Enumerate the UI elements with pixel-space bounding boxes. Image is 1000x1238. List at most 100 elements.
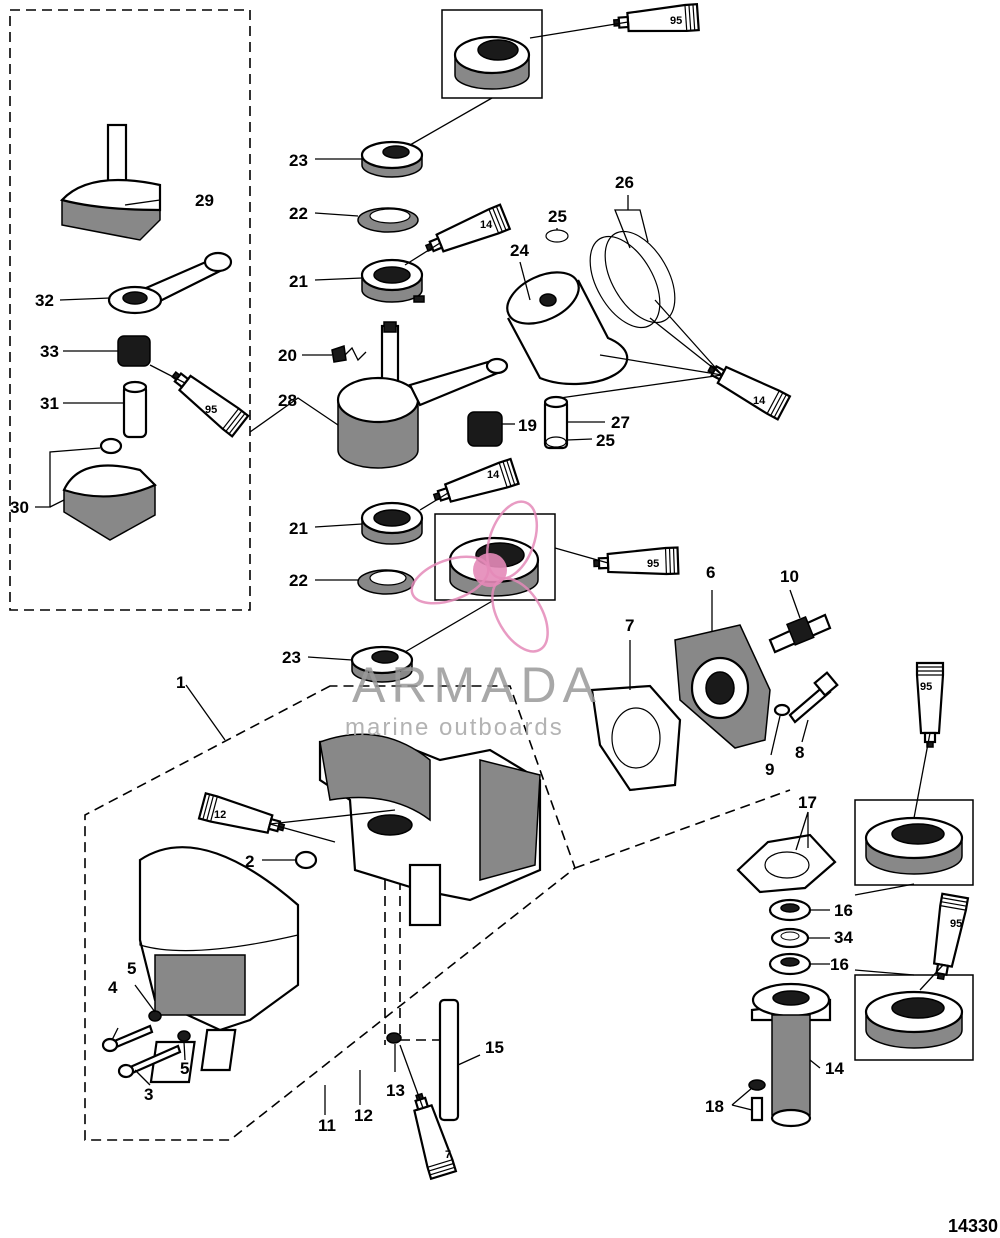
callout-number: 29 [195, 191, 214, 210]
propeller-logo-icon [410, 500, 549, 653]
bearing-21-lower [360, 501, 424, 545]
lube-tube-label: 14 [753, 395, 766, 407]
woodruff-key-20 [331, 345, 347, 363]
lube-tube-icon [164, 363, 250, 438]
bolt-4 [101, 1024, 154, 1053]
callout-number: 22 [289, 571, 308, 590]
wrist-pin-27 [543, 395, 569, 450]
lube-tube-icon [702, 355, 792, 421]
callout-number: 13 [386, 1081, 405, 1100]
seal-detail-box-middle [434, 513, 556, 601]
callout-number: 12 [354, 1106, 373, 1125]
leader-lines [35, 21, 944, 1115]
piston-rings-26 [589, 230, 676, 329]
lube-tube-icon [926, 892, 970, 983]
lube-tube-label: 95 [670, 15, 682, 27]
callout-number: 18 [705, 1097, 724, 1116]
seal-detail-box-right-upper [854, 799, 974, 886]
callout-number: 3 [144, 1085, 153, 1104]
watermark-brand: ARMADA [352, 657, 602, 713]
retaining-ring-25-upper [545, 229, 569, 243]
ring-34 [770, 927, 810, 949]
lube-tube-label: 95 [950, 918, 962, 930]
callout-number: 28 [278, 391, 297, 410]
ring-22-upper [357, 207, 419, 233]
crankcase-cover [138, 846, 300, 1032]
callout-number: 10 [780, 567, 799, 586]
callout-number: 24 [510, 241, 529, 260]
ring-22-lower [357, 569, 415, 595]
callout-number: 11 [318, 1116, 336, 1135]
callout-number: 7 [625, 616, 634, 635]
callout-number: 21 [289, 272, 308, 291]
callout-number: 22 [289, 204, 308, 223]
callout-number: 25 [596, 431, 615, 450]
callout-number: 16 [834, 901, 853, 920]
spark-plug-10 [768, 613, 832, 654]
screw-18 [748, 1079, 766, 1122]
callout-number: 20 [278, 346, 297, 365]
washer-5-lower [177, 1030, 191, 1042]
tube-15 [438, 998, 460, 1122]
figure-number: 14330 [948, 1216, 998, 1236]
callout-number: 33 [40, 342, 59, 361]
oil-seal-right-upper [864, 816, 964, 875]
washer-5-upper [148, 1010, 162, 1022]
gasket-17 [736, 833, 837, 894]
lube-tube-label: 14 [487, 469, 500, 481]
callout-number: 1 [176, 673, 185, 692]
lube-tube-label: 7 [445, 1149, 451, 1161]
callout-number: 23 [289, 151, 308, 170]
callout-number: 14 [825, 1059, 844, 1078]
callout-number: 27 [611, 413, 630, 432]
callout-number: 15 [485, 1038, 504, 1057]
callout-number: 6 [706, 563, 715, 582]
oil-seal-right-lower [864, 990, 964, 1049]
bearing-21-upper [360, 258, 425, 303]
lube-tube-label: 14 [480, 219, 493, 231]
crankshaft-upper-29 [59, 123, 162, 241]
connecting-rod-32 [107, 251, 233, 315]
washer-9 [773, 703, 791, 717]
needle-bearing-19 [467, 411, 503, 447]
seal-16-lower [768, 952, 812, 976]
bolt-8 [788, 671, 839, 724]
lube-tube-icon [429, 457, 520, 511]
dowel-pin-2 [294, 850, 318, 870]
callout-number: 31 [40, 394, 59, 413]
seal-23-upper [360, 140, 424, 178]
callout-number: 34 [834, 928, 853, 947]
lube-tube-icon [421, 203, 511, 262]
callout-number: 17 [798, 793, 817, 812]
callout-number: 5 [180, 1059, 189, 1078]
callout-number: 23 [282, 648, 301, 667]
callout-number: 25 [548, 207, 567, 226]
crankshaft-lower-30 [62, 437, 157, 541]
seal-16-upper [768, 898, 812, 922]
screw-13 [386, 1032, 402, 1044]
retaining-ring-25-lower [545, 436, 567, 448]
piston-24 [506, 271, 629, 386]
crankcase-assembly-outline [84, 685, 576, 1141]
lube-tube-label: 95 [205, 404, 217, 416]
bolt-3 [117, 1044, 182, 1079]
end-cap-14 [750, 982, 832, 1128]
callout-number: 9 [765, 760, 774, 779]
callout-number: 19 [518, 416, 537, 435]
seal-23-lower [350, 645, 414, 683]
head-gasket-7 [590, 684, 682, 792]
watermark-tagline: marine outboards [345, 714, 564, 741]
callout-number: 32 [35, 291, 54, 310]
cylinder-head-6 [674, 624, 771, 749]
crankshaft-assembly-box [9, 9, 251, 611]
crankcase-cylinder-block [318, 733, 542, 927]
oil-seal-top [453, 35, 531, 90]
armada-watermark: ARMADA marine outboards [345, 500, 602, 741]
callout-number: 26 [615, 173, 634, 192]
crankshaft-28 [336, 321, 509, 469]
callout-number: 5 [127, 959, 136, 978]
callout-number: 16 [830, 955, 849, 974]
callout-number: 21 [289, 519, 308, 538]
callout-number: 2 [245, 852, 254, 871]
